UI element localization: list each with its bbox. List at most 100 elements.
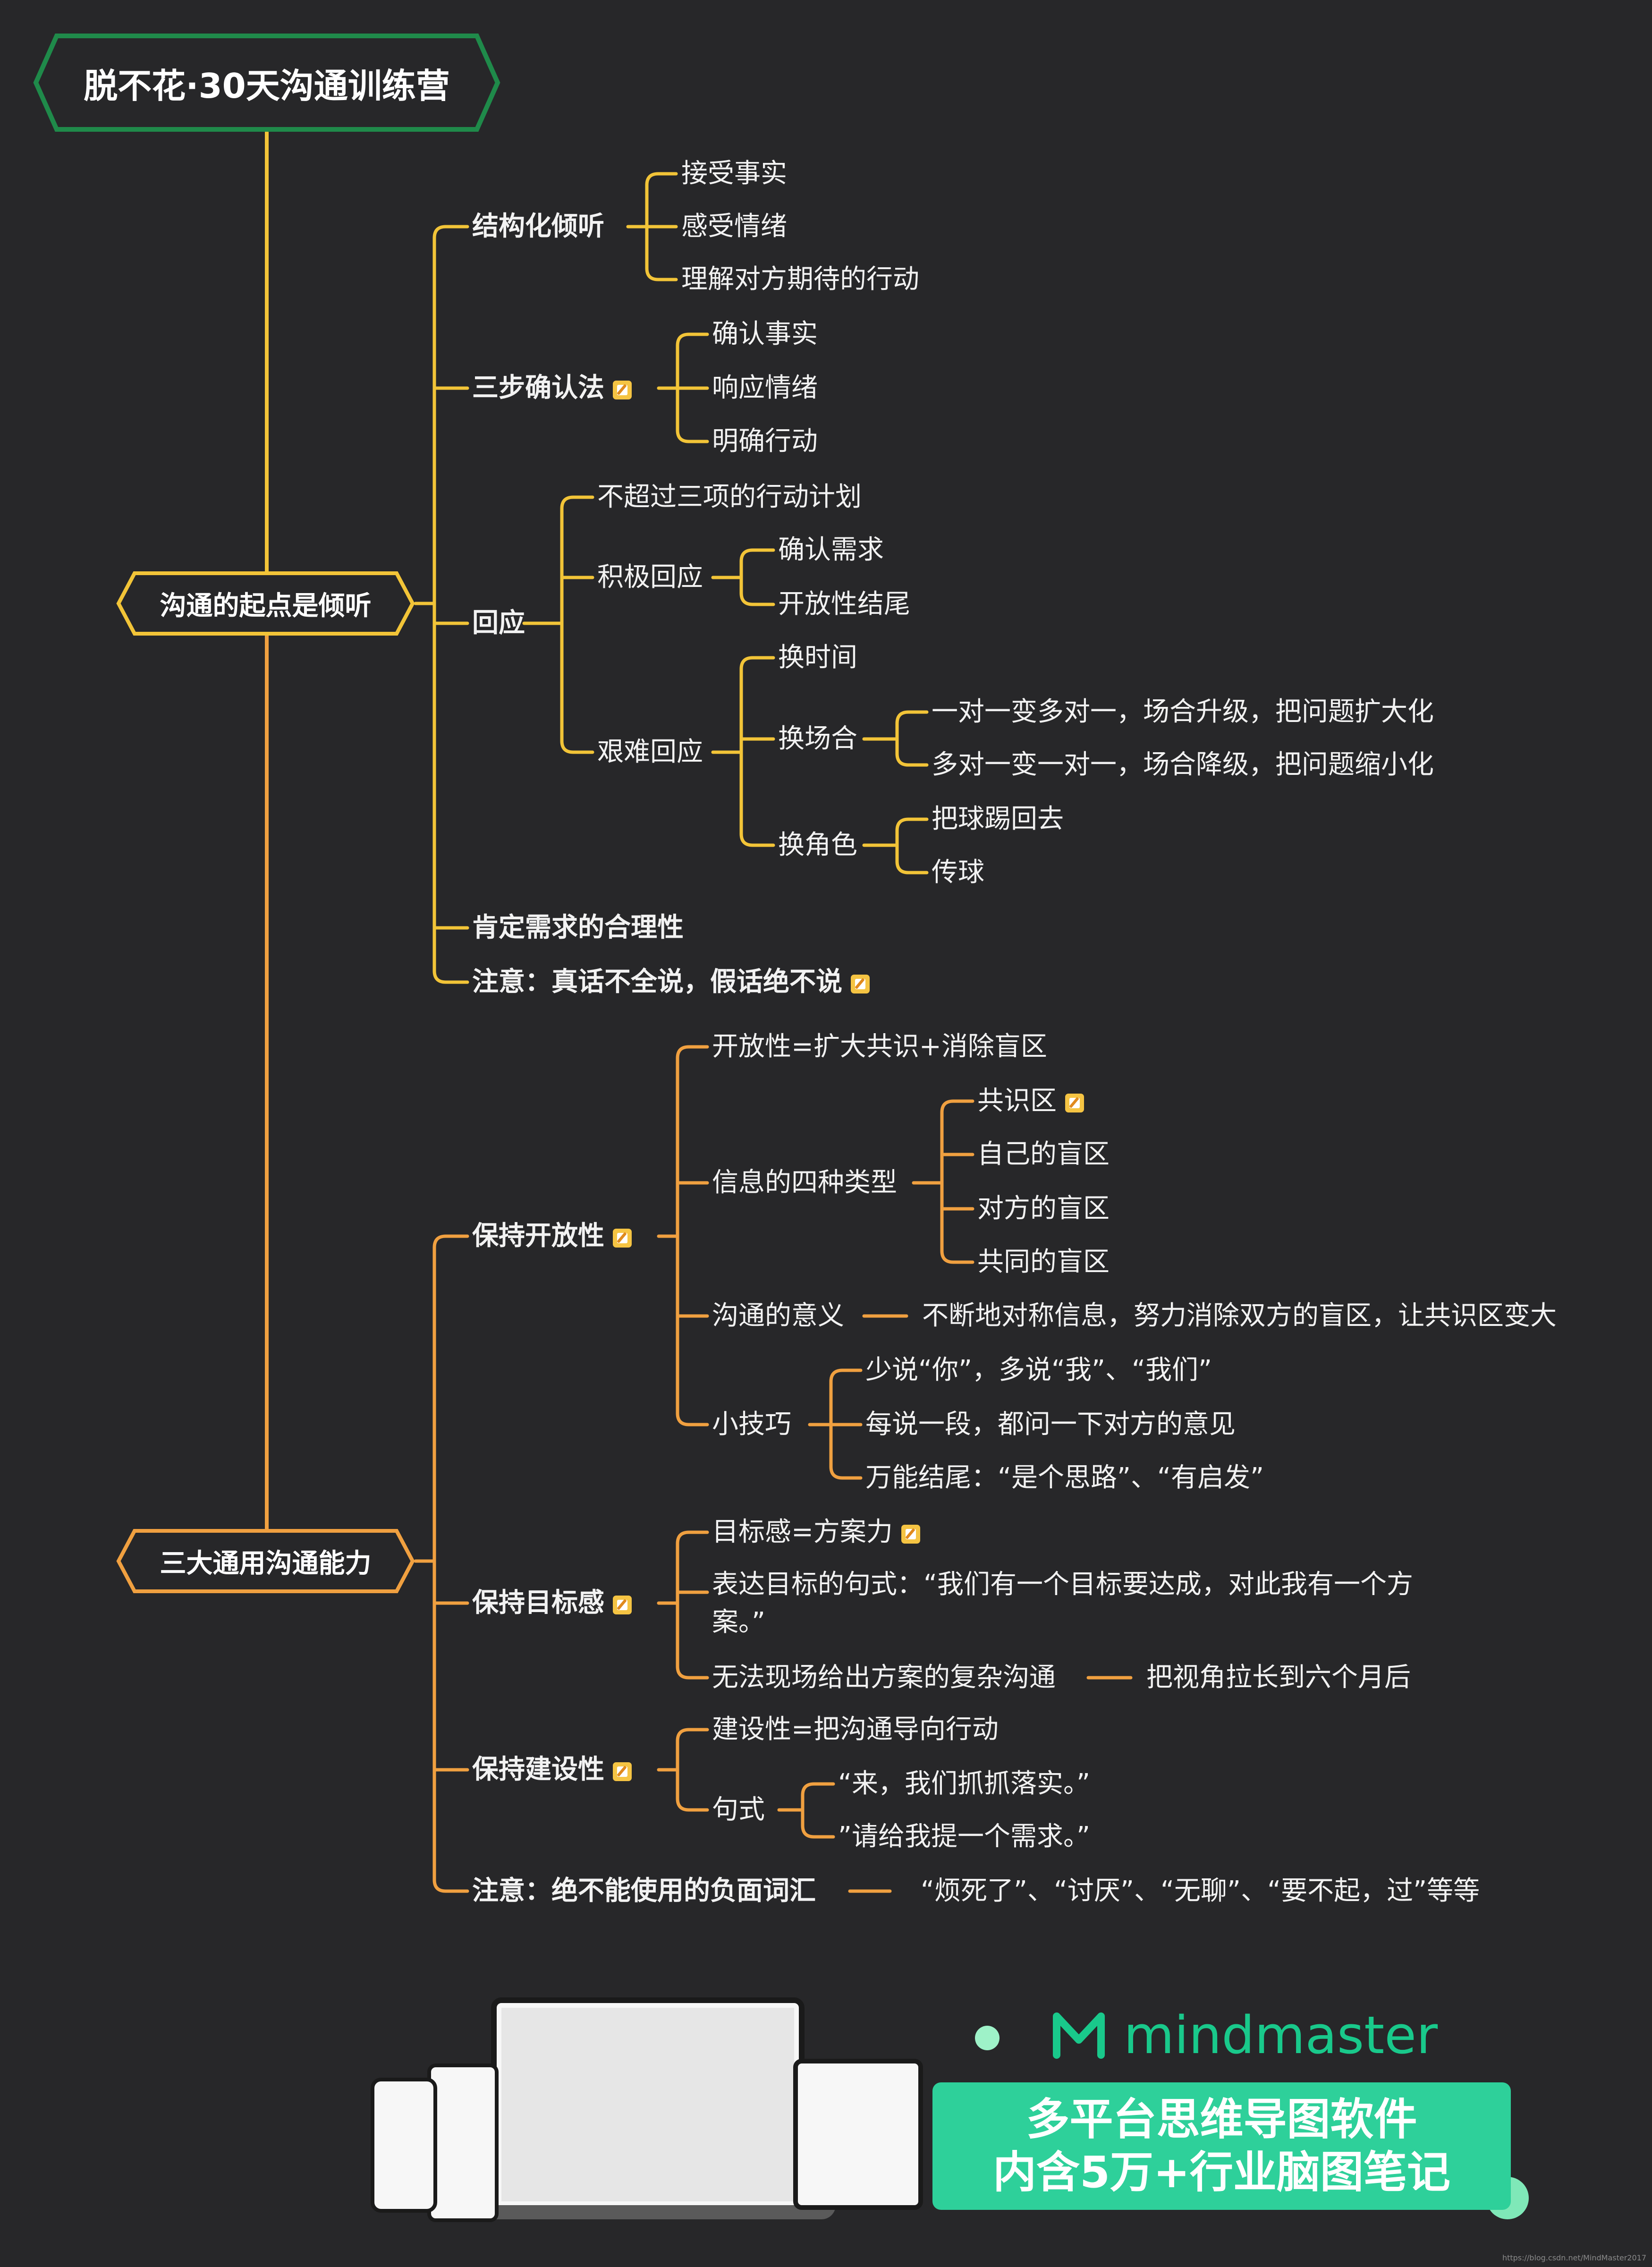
branch-skills-links-elbow — [432, 1878, 469, 1893]
topic-pattern-follow-up[interactable]: “来，我们抓抓落实。” — [838, 1768, 1091, 1799]
topic-symmetric-info[interactable]: 不断地对称信息，努力消除双方的盲区，让共识区变大 — [922, 1300, 1557, 1331]
root-label: 脱不花·30天沟通训练营 — [84, 66, 450, 106]
positive-response-links-elbow — [739, 548, 775, 563]
topic-tips[interactable]: 小技巧 — [712, 1409, 791, 1440]
topic-stay-constructive[interactable]: 保持建设性 — [472, 1753, 632, 1786]
topic-constructive-formula[interactable]: 建设性=把沟通导向行动 — [712, 1714, 999, 1745]
topic-venue-upgrade[interactable]: 一对一变多对一，场合升级，把问题扩大化 — [932, 696, 1434, 727]
branch-skills-border — [116, 1529, 415, 1593]
topic-shared-blindspot[interactable]: 共同的盲区 — [977, 1247, 1110, 1277]
response-links-elbow — [560, 495, 594, 510]
topic-confirm-facts[interactable]: 确认事实 — [712, 319, 818, 349]
topic-stay-goal-oriented[interactable]: 保持目标感 — [472, 1587, 632, 1620]
response-links-elbow — [560, 739, 594, 754]
topic-note-negative-words[interactable]: 注意：绝不能使用的负面词汇 — [472, 1876, 816, 1906]
decor-dot-small — [975, 2026, 1000, 2050]
topic-clarify-action[interactable]: 明确行动 — [712, 426, 818, 457]
branch-listening-links-elbow — [432, 225, 469, 240]
topic-four-info-types[interactable]: 信息的四种类型 — [712, 1167, 897, 1198]
topic-feel-emotions[interactable]: 感受情绪 — [681, 211, 787, 242]
topic-consensus-zone[interactable]: 共识区 — [977, 1085, 1084, 1118]
three-step-links-elbow — [676, 332, 709, 348]
change-role-links-elbow — [895, 859, 929, 875]
root-topic[interactable]: 脱不花·30天沟通训练营 — [33, 33, 500, 132]
topic-own-blindspot[interactable]: 自己的盲区 — [977, 1139, 1110, 1170]
topic-note-truth[interactable]: 注意：真话不全说，假话绝不说 — [472, 966, 870, 999]
note-icon[interactable] — [901, 1525, 920, 1544]
laptop-base — [449, 2205, 836, 2219]
topic-venue-downgrade[interactable]: 多对一变一对一，场合降级，把问题缩小化 — [932, 749, 1434, 780]
promo-line-2: 内含5万+行业脑图笔记 — [992, 2147, 1451, 2198]
topic-affirm-needs[interactable]: 肯定需求的合理性 — [472, 912, 684, 943]
branch-skills-label: 三大通用沟通能力 — [160, 1548, 372, 1579]
note-icon[interactable] — [613, 1596, 632, 1614]
laptop-screen-preview — [501, 2008, 794, 2201]
tips-links-elbow — [829, 1465, 863, 1480]
structured-listening-links-elbow — [645, 172, 678, 187]
topic-understand-actions[interactable]: 理解对方期待的行动 — [681, 264, 919, 295]
note-icon[interactable] — [613, 1229, 632, 1248]
topic-change-role[interactable]: 换角色 — [778, 830, 857, 860]
sentence-pattern-links-elbow — [801, 1782, 835, 1797]
promo-cta[interactable]: 多平台思维导图软件 内含5万+行业脑图笔记 — [932, 2082, 1511, 2210]
topic-pass-ball[interactable]: 传球 — [932, 857, 984, 888]
goal-links-elbow — [676, 1664, 709, 1680]
promo-line-1: 多平台思维导图软件 — [1026, 2094, 1417, 2145]
topic-meaning-of-communication[interactable]: 沟通的意义 — [712, 1300, 844, 1331]
topic-pattern-ask-need[interactable]: ”请给我提一个需求。” — [838, 1821, 1091, 1852]
source-credit: https://blog.csdn.net/MindMaster2017 — [1502, 2253, 1646, 2262]
topic-negative-words-list[interactable]: “烦死了”、“讨厌”、“无聊”、“要不起，过”等等 — [921, 1876, 1480, 1906]
tablet-mockup-right — [793, 2059, 923, 2210]
topic-sentence-patterns[interactable]: 句式 — [712, 1794, 765, 1825]
branch-listening-label: 沟通的起点是倾听 — [160, 590, 372, 621]
topic-response[interactable]: 回应 — [472, 608, 525, 638]
topic-change-time[interactable]: 换时间 — [778, 642, 857, 673]
promo-banner: mindmaster 多平台思维导图软件 内含5万+行业脑图笔记 https:/… — [0, 1974, 1652, 2267]
topic-positive-response[interactable]: 积极回应 — [597, 562, 703, 593]
info-types-links-elbow — [940, 1099, 974, 1114]
topic-confirm-needs[interactable]: 确认需求 — [778, 535, 884, 565]
topic-respond-emotions[interactable]: 响应情绪 — [712, 373, 818, 403]
topic-structured-listening[interactable]: 结构化倾听 — [472, 211, 604, 242]
topic-six-months-view[interactable]: 把视角拉长到六个月后 — [1146, 1662, 1411, 1693]
goal-links-elbow — [676, 1530, 709, 1545]
topic-three-step-confirm[interactable]: 三步确认法 — [472, 372, 632, 405]
stay-open-links-elbow — [676, 1045, 709, 1060]
topic-other-blindspot[interactable]: 对方的盲区 — [977, 1193, 1110, 1224]
topic-change-venue[interactable]: 换场合 — [778, 723, 857, 754]
topic-openness-formula[interactable]: 开放性=扩大共识+消除盲区 — [712, 1031, 1047, 1062]
change-venue-links-elbow — [895, 710, 929, 725]
laptop-mockup — [491, 1997, 805, 2212]
topic-difficult-response[interactable]: 艰难回应 — [597, 737, 703, 767]
topic-action-plan-limit[interactable]: 不超过三项的行动计划 — [597, 482, 862, 512]
topic-complex-communication[interactable]: 无法现场给出方案的复杂沟通 — [712, 1662, 1056, 1693]
constructive-links-elbow — [676, 1728, 709, 1743]
branch-listening-border — [116, 571, 415, 636]
topic-tip-ask-opinion[interactable]: 每说一段，都问一下对方的意见 — [865, 1409, 1236, 1440]
constructive-links-elbow — [676, 1797, 709, 1812]
tablet-mockup-left — [427, 2063, 499, 2222]
topic-goal-sentence[interactable]: 表达目标的句式：“我们有一个目标要达成，对此我有一个方案。” — [712, 1569, 1414, 1638]
note-icon[interactable] — [613, 1762, 632, 1781]
branch-listening[interactable]: 沟通的起点是倾听 — [116, 570, 415, 637]
topic-tip-say-we[interactable]: 少说“你”，多说“我”、“我们” — [865, 1355, 1212, 1385]
note-icon[interactable] — [1065, 1094, 1084, 1112]
note-icon[interactable] — [851, 975, 870, 993]
branch-listening-links-elbow — [432, 969, 469, 984]
topic-accept-facts[interactable]: 接受事实 — [681, 158, 787, 189]
positive-response-links-elbow — [739, 591, 775, 606]
change-role-links-elbow — [895, 817, 929, 832]
root-border — [33, 34, 500, 132]
change-venue-links-elbow — [895, 752, 929, 767]
topic-kick-ball-back[interactable]: 把球踢回去 — [932, 804, 1064, 834]
note-icon[interactable] — [613, 381, 632, 399]
topic-tip-universal-ending[interactable]: 万能结尾：“是个思路”、“有启发” — [865, 1462, 1264, 1493]
brand-name: mindmaster — [1124, 2005, 1438, 2065]
topic-goal-formula[interactable]: 目标感=方案力 — [712, 1516, 920, 1549]
difficult-response-links-elbow — [739, 656, 775, 671]
info-types-links-elbow — [940, 1249, 974, 1264]
topic-open-ending[interactable]: 开放性结尾 — [778, 589, 910, 620]
topic-stay-open[interactable]: 保持开放性 — [472, 1220, 632, 1253]
branch-skills[interactable]: 三大通用沟通能力 — [116, 1528, 415, 1594]
